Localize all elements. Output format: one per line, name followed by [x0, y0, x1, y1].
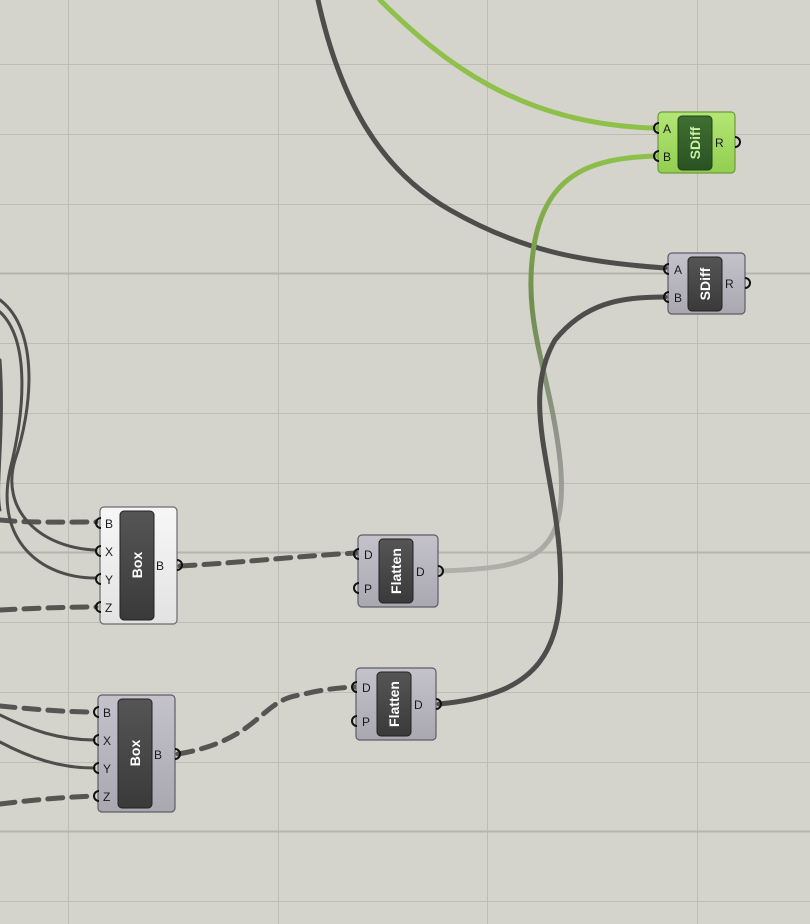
box-top-label: Box [129, 552, 145, 579]
sdiff-top-input-a-port[interactable] [653, 122, 660, 134]
flatten-component-top[interactable]: Flatten D P D [353, 534, 444, 608]
wire-left-to-box-bottom-y[interactable] [0, 740, 96, 770]
flatten-top-input-p-label: P [364, 582, 372, 596]
flatten-top-input-d-port[interactable] [353, 548, 360, 560]
wire-left-to-box-bottom-z[interactable] [0, 793, 97, 807]
wire-box-bottom-to-flatten-bottom[interactable] [175, 684, 357, 757]
sdiff-top-output-r-port[interactable] [734, 136, 741, 148]
flatten-component-bottom[interactable]: Flatten D P D [351, 667, 442, 741]
flatten-bottom-input-p-label: P [362, 715, 370, 729]
sdiff-top-output-r-label: R [715, 136, 724, 150]
sdiff-bottom-input-b-label: B [674, 291, 682, 305]
box-bottom-input-x-label: X [103, 734, 111, 748]
sdiff-bottom-input-a-label: A [674, 263, 682, 277]
box-component-bottom[interactable]: Box B X Y Z B [93, 694, 181, 813]
box-top-input-z-label: Z [105, 601, 112, 615]
box-bottom-input-x-port[interactable] [93, 734, 100, 746]
box-bottom-input-y-label: Y [103, 762, 111, 776]
sdiff-top-input-a-label: A [663, 122, 671, 136]
box-top-input-z-port[interactable] [95, 601, 102, 613]
sdiff-top-label: SDiff [687, 126, 703, 159]
sdiff-component-bottom[interactable]: SDiff A B R [663, 252, 751, 315]
flatten-top-output-d-label: D [416, 565, 425, 579]
box-top-input-y-port[interactable] [95, 573, 102, 585]
box-top-output-b-label: B [156, 559, 164, 573]
flatten-top-label: Flatten [388, 548, 404, 594]
flatten-top-input-p-port[interactable] [353, 582, 360, 594]
box-top-input-b-port[interactable] [95, 517, 102, 529]
sdiff-top-input-b-label: B [663, 150, 671, 164]
flatten-bottom-input-d-label: D [362, 681, 371, 695]
sdiff-bottom-output-r-label: R [725, 277, 734, 291]
flatten-bottom-label: Flatten [386, 681, 402, 727]
wire-left-to-box-top-y-2[interactable] [0, 358, 3, 512]
box-bottom-output-b-port[interactable] [174, 748, 181, 760]
sdiff-bottom-input-a-port[interactable] [663, 263, 670, 275]
box-top-input-x-label: X [105, 545, 113, 559]
box-component-top[interactable]: Box B X Y Z B [95, 506, 183, 625]
box-top-input-y-label: Y [105, 573, 113, 587]
box-bottom-output-b-label: B [154, 748, 162, 762]
box-bottom-input-b-label: B [103, 706, 111, 720]
flatten-bottom-input-d-port[interactable] [351, 681, 358, 693]
box-bottom-label: Box [127, 740, 143, 767]
sdiff-bottom-label: SDiff [697, 267, 713, 300]
sdiff-bottom-input-b-port[interactable] [663, 291, 670, 303]
box-top-output-b-port[interactable] [176, 559, 183, 571]
wire-flatten-bottom-to-sdiff-bottom-b[interactable] [436, 294, 668, 707]
box-bottom-input-b-port[interactable] [93, 706, 100, 718]
box-bottom-input-z-label: Z [103, 790, 110, 804]
wire-flatten-top-to-sdiff-top-b[interactable] [438, 153, 658, 574]
flatten-top-input-d-label: D [364, 548, 373, 562]
wire-to-sdiff-bottom-a[interactable] [315, 0, 668, 271]
sdiff-component-top[interactable]: SDiff A B R [653, 111, 741, 174]
box-bottom-input-z-port[interactable] [93, 790, 100, 802]
sdiff-top-input-b-port[interactable] [653, 150, 660, 162]
wire-box-top-to-flatten-top[interactable] [177, 550, 359, 569]
sdiff-bottom-output-r-port[interactable] [744, 277, 751, 289]
flatten-top-output-d-port[interactable] [437, 565, 444, 577]
flatten-bottom-output-d-label: D [414, 698, 423, 712]
wire-to-sdiff-top-a[interactable] [377, 0, 658, 131]
wire-left-to-box-top-b[interactable] [0, 517, 99, 525]
wire-left-to-box-top-x[interactable] [0, 298, 98, 552]
wire-left-to-box-bottom-x[interactable] [0, 713, 96, 742]
wire-left-to-box-bottom-b[interactable] [0, 703, 97, 715]
flatten-bottom-output-d-port[interactable] [435, 698, 442, 710]
box-top-input-b-label: B [105, 517, 113, 531]
wire-left-to-box-top-y[interactable] [0, 310, 98, 580]
wire-left-to-box-top-z[interactable] [0, 604, 99, 613]
box-bottom-input-y-port[interactable] [93, 762, 100, 774]
flatten-bottom-input-p-port[interactable] [351, 715, 358, 727]
box-top-input-x-port[interactable] [95, 545, 102, 557]
